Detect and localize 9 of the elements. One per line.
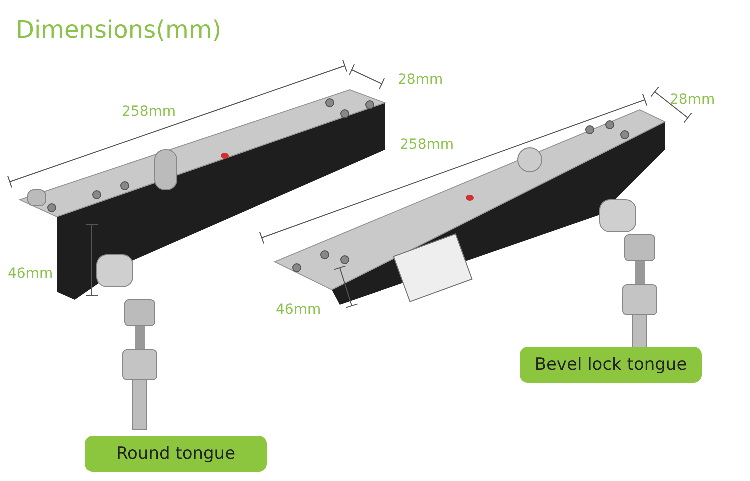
dimension-label: 46mm <box>8 266 54 282</box>
dimension-label: 258mm <box>400 137 454 153</box>
caption-tag: Round tongue <box>85 436 267 472</box>
dimension-label: 28mm <box>670 92 716 108</box>
dimension-label: 46mm <box>276 302 322 318</box>
dimension-label: 28mm <box>398 72 444 88</box>
dimension-label: 258mm <box>122 104 176 120</box>
title: Dimensions(mm) <box>16 16 222 44</box>
caption-tag: Bevel lock tongue <box>520 347 702 383</box>
